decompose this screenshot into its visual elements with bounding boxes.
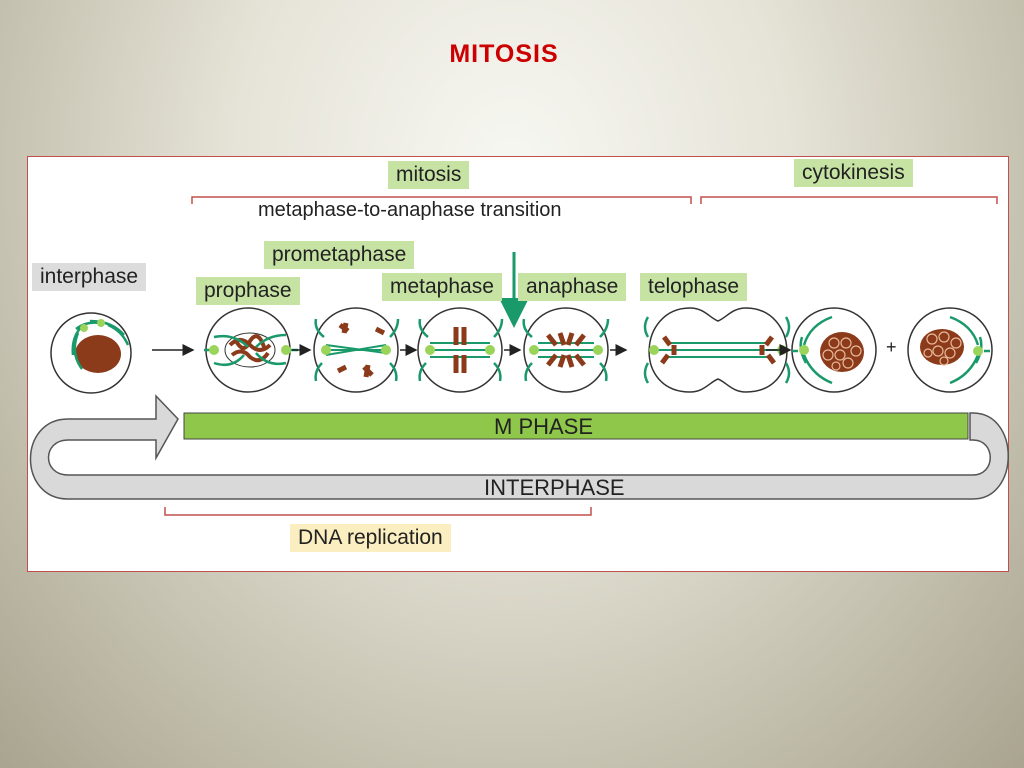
transition-label: metaphase-to-anaphase transition (258, 199, 562, 221)
mitosis-label: mitosis (388, 161, 470, 189)
cell-cycle-diagram (29, 196, 1009, 516)
daughter-cell-left (791, 307, 877, 393)
metaphase-label: metaphase (382, 273, 502, 301)
telophase-cell (643, 307, 791, 393)
m-phase-bar (183, 412, 969, 440)
prophase-cell (204, 307, 298, 393)
anaphase-cell (522, 307, 610, 393)
prophase-label: prophase (196, 277, 300, 305)
slide-title: MITOSIS (449, 40, 559, 68)
anaphase-label: anaphase (518, 273, 627, 301)
mitosis-bracket (191, 196, 692, 204)
interphase-cell (50, 312, 132, 394)
prometaphase-label: prometaphase (264, 241, 415, 269)
daughter-cell-right (907, 307, 993, 393)
cytokinesis-label: cytokinesis (794, 159, 913, 187)
cytokinesis-bracket (700, 196, 998, 204)
prometaphase-cell (313, 307, 400, 393)
metaphase-cell (417, 307, 504, 393)
cycle-band (29, 394, 1009, 500)
m-phase-label: M PHASE (494, 414, 594, 439)
interphase-label: interphase (32, 263, 147, 291)
interphase-band-label: INTERPHASE (484, 475, 625, 500)
dna-replication-label: DNA replication (290, 524, 451, 552)
plus-sign: + (886, 337, 897, 357)
mitosis-diagram-panel: mitosis cytokinesis metaphase-to-anaphas… (27, 156, 1009, 572)
dna-replication-bracket (164, 507, 592, 516)
telophase-label: telophase (640, 273, 748, 301)
